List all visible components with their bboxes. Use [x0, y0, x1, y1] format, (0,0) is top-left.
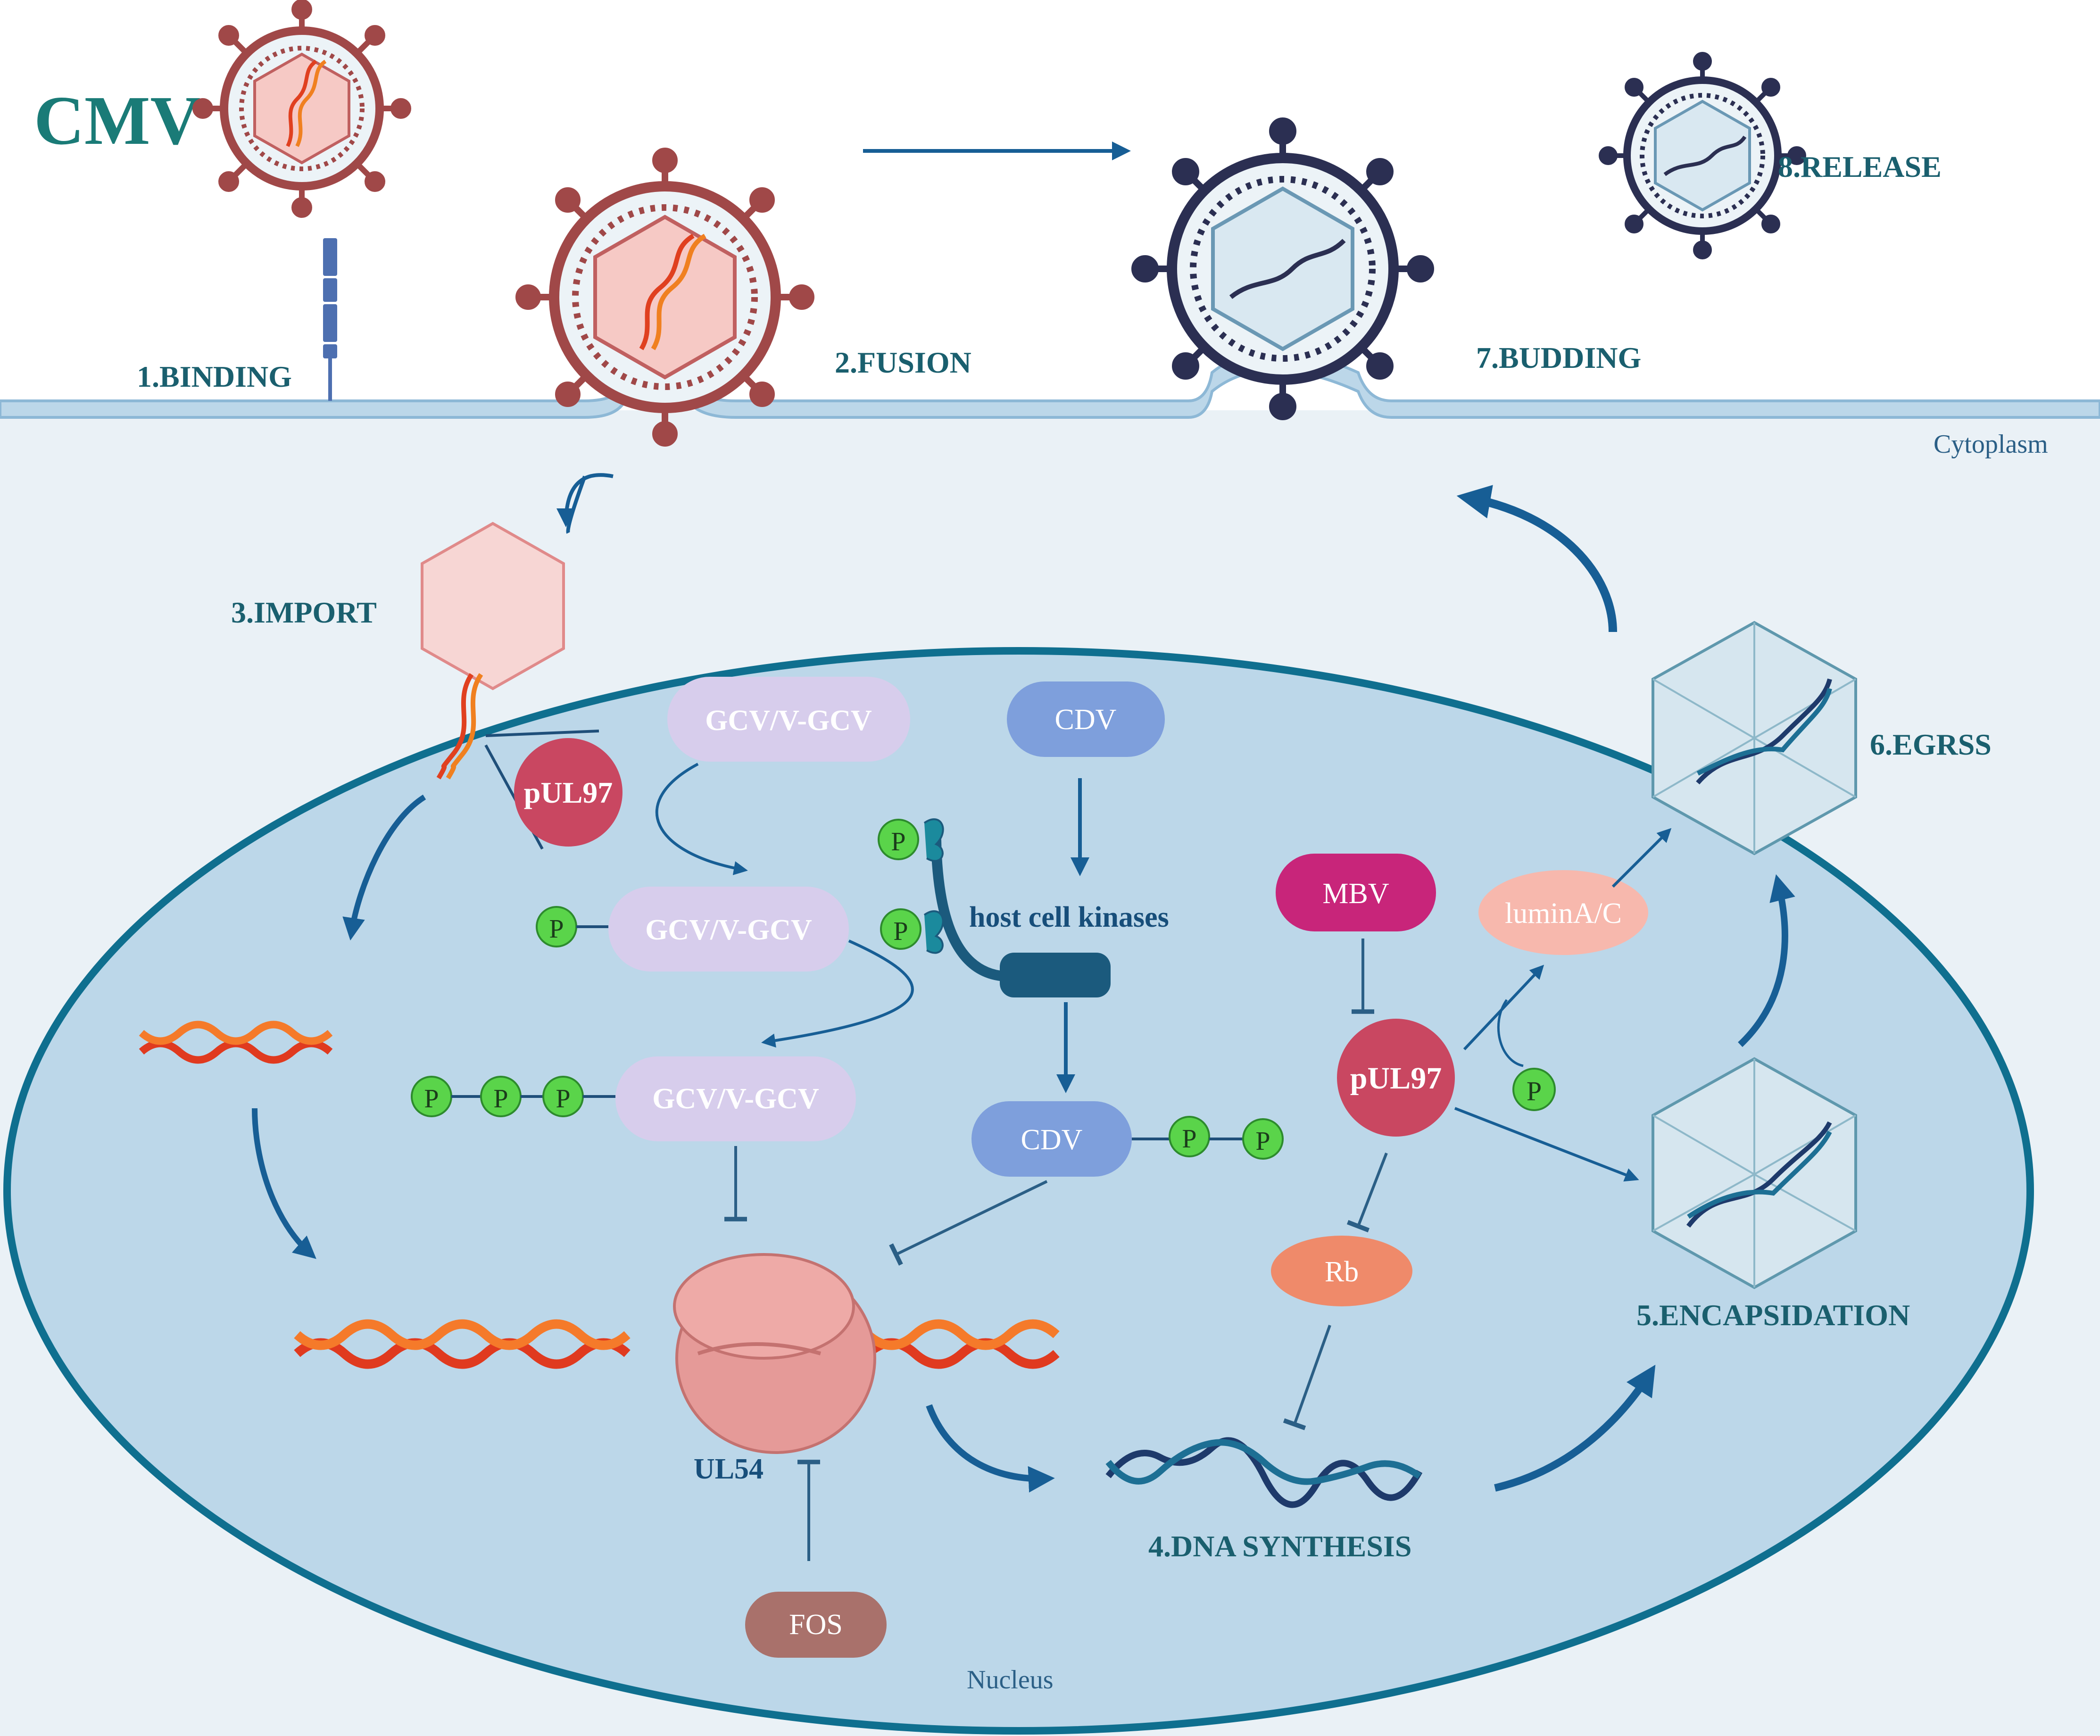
viral-dna: [286, 59, 317, 147]
cell-receptor: [323, 238, 337, 401]
svg-text:P: P: [1527, 1076, 1542, 1106]
arrow-egress-to-budding: [1456, 485, 1617, 632]
arrow-synthesis-to-encapsidation: [1494, 1364, 1656, 1492]
arrow-gcv-to-mono: [655, 763, 748, 875]
inhibit-rb-synthesis: [1283, 1324, 1331, 1430]
fos-pill: [745, 1592, 887, 1658]
stage-fusion-label: 2.FUSION: [835, 346, 971, 379]
cdv-top-pill: [1007, 681, 1165, 757]
gcv-top-label: GCV/V-GCV: [705, 705, 872, 737]
cdv-top-label: CDV: [1055, 704, 1117, 736]
inhibit-cdv-ul54: [889, 1180, 1048, 1266]
egress-capsid: [1652, 621, 1857, 856]
inhibit-pul97-rb: [1346, 1152, 1388, 1233]
svg-text:P: P: [893, 917, 908, 946]
host-kinase-complex: P P: [878, 818, 1111, 997]
stage-binding-label: 1.BINDING: [137, 360, 292, 393]
gcv-mono-pill: [608, 887, 849, 972]
pul97-main-label: pUL97: [1350, 1061, 1442, 1096]
ul54-polymerase: [673, 1253, 876, 1454]
cytoplasm-label: Cytoplasm: [1934, 430, 2048, 459]
import-capsid: [421, 522, 565, 690]
arrow-ul54-to-synthesis: [926, 1404, 1055, 1493]
lumina-pill: [1478, 870, 1648, 955]
pul97-import-label: pUL97: [524, 776, 613, 809]
phosphate-chain-cdv: P P: [1132, 1116, 1284, 1160]
mbv-pill: [1276, 854, 1436, 931]
stage-dna-synthesis-label: 4.DNA SYNTHESIS: [1148, 1529, 1411, 1563]
svg-text:P: P: [556, 1084, 570, 1113]
arrow-pul97-to-encapsidation: [1454, 1107, 1639, 1182]
virion-spikes: [192, 0, 411, 218]
mbv-label: MBV: [1322, 878, 1389, 910]
encapsidation-capsid: [1652, 1057, 1857, 1289]
arrow-encapsidation-to-egress: [1738, 874, 1795, 1047]
phosphate-gcv-mono: P: [536, 906, 577, 947]
phosphate-chain-gcv-tri: P P P: [411, 1076, 615, 1117]
gcv-tri-label: GCV/V-GCV: [652, 1083, 819, 1115]
cdv-bottom-pill: [971, 1101, 1132, 1177]
stage-release-label: 8.RELEASE: [1778, 150, 1942, 183]
lumina-label: luminA/C: [1505, 897, 1622, 930]
dna-replication-fork: [294, 1319, 1060, 1369]
cmv-virion-fusion: [515, 148, 814, 447]
svg-text:P: P: [549, 914, 564, 944]
svg-text:P: P: [424, 1084, 439, 1113]
pul97-main-node: [1337, 1019, 1455, 1137]
stage-encapsidation-label: 5.ENCAPSIDATION: [1636, 1298, 1910, 1332]
svg-text:P: P: [1182, 1124, 1196, 1154]
cmv-virion-released: [1599, 52, 1806, 259]
cdv-bottom-label: CDV: [1021, 1124, 1083, 1156]
dna-new-synthesis: [1105, 1437, 1423, 1508]
fos-label: FOS: [789, 1609, 843, 1641]
stage-egress-label: 6.EGRSS: [1870, 728, 1992, 761]
host-kinases-label: host cell kinases: [969, 901, 1169, 933]
arrow-lumina-to-egress: [1611, 828, 1672, 888]
svg-text:P: P: [493, 1084, 508, 1113]
import-dna: [436, 673, 474, 780]
gcv-mono-label: GCV/V-GCV: [645, 914, 812, 946]
gcv-tri-pill: [615, 1056, 856, 1141]
arrow-import-to-dna: [342, 794, 426, 941]
rb-pill: [1271, 1236, 1412, 1306]
stage-import-label: 3.IMPORT: [231, 596, 377, 629]
arrow-mono-to-tri: [761, 939, 914, 1048]
nucleus-label: Nucleus: [967, 1665, 1054, 1694]
pul97-import-node: [514, 738, 623, 847]
ul54-label: UL54: [694, 1453, 764, 1485]
cmv-virion-budding: [1131, 117, 1434, 420]
dna-helix-left: [139, 1021, 333, 1064]
gcv-top-pill: [667, 677, 910, 762]
arrow-dna-to-replication: [252, 1108, 316, 1259]
stage-budding-label: 7.BUDDING: [1476, 341, 1641, 374]
rb-label: Rb: [1325, 1256, 1359, 1288]
phosphate-lumina: P: [1512, 1068, 1556, 1111]
tegument: [239, 46, 365, 171]
cmv-title: CMV: [34, 82, 200, 159]
svg-text:P: P: [891, 827, 905, 856]
svg-text:P: P: [1255, 1127, 1270, 1156]
cmv-virion-free: [192, 0, 411, 218]
